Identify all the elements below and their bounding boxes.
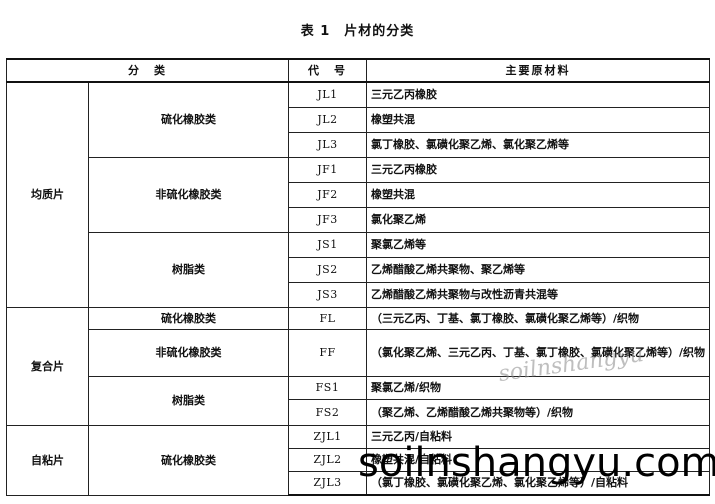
table-row: JF3 氯化聚乙烯	[7, 207, 710, 233]
group-self-adhesive-sheet: 自粘片	[6, 425, 89, 496]
code-cell: JS1	[288, 232, 367, 258]
header-row: 分 类 代 号 主要原材料	[6, 58, 710, 83]
table-row: JL3 氯丁橡胶、氯磺化聚乙烯、氯化聚乙烯等	[7, 132, 710, 158]
material-cell: 橡塑共混	[366, 182, 710, 208]
material-cell: 聚氯乙烯/织物	[366, 376, 710, 400]
subgroup-cell: 树脂类	[88, 376, 289, 426]
material-cell: （三元乙丙、丁基、氯丁橡胶、氯磺化聚乙烯等）/织物	[366, 307, 710, 330]
table-row: JS2 乙烯醋酸乙烯共聚物、聚乙烯等	[7, 257, 710, 283]
table-row: ZJL3 （氯丁橡胶、氯磺化聚乙烯、氯化聚乙烯等）/自粘料	[7, 471, 710, 496]
material-cell: （聚乙烯、乙烯醋酸乙烯共聚物等）/织物	[366, 399, 710, 426]
subgroup-cell: 树脂类	[88, 232, 289, 308]
material-cell: 橡塑共混	[366, 107, 710, 133]
table-row: 均质片 硫化橡胶类 JL1 三元乙丙橡胶	[6, 81, 710, 308]
table-row: JS3 乙烯醋酸乙烯共聚物与改性沥青共混等	[7, 282, 710, 308]
code-cell: JL2	[288, 107, 367, 133]
code-cell: JL1	[288, 81, 367, 108]
table-row: 非硫化橡胶类 FF （氯化聚乙烯、三元乙丙、丁基、氯丁橡胶、氯磺化聚乙烯等）/织…	[7, 329, 710, 377]
material-cell: 三元乙丙/自粘料	[366, 425, 710, 449]
group-composite-sheet: 复合片	[6, 307, 89, 426]
header-material: 主要原材料	[366, 58, 710, 83]
material-cell: （氯丁橡胶、氯磺化聚乙烯、氯化聚乙烯等）/自粘料	[366, 471, 710, 496]
table-row: 非硫化橡胶类 JF1 三元乙丙橡胶	[7, 157, 710, 233]
code-cell: JF1	[288, 157, 367, 183]
code-cell: JL3	[288, 132, 367, 158]
subgroup-cell: 非硫化橡胶类	[88, 329, 289, 377]
classification-table: 分 类 代 号 主要原材料 均质片 硫化橡胶类 JL1 三元乙丙橡胶 JL2 橡…	[6, 58, 710, 496]
material-cell: 三元乙丙橡胶	[366, 81, 710, 108]
table-title: 表 1 片材的分类	[300, 24, 415, 39]
material-cell: 氯丁橡胶、氯磺化聚乙烯、氯化聚乙烯等	[366, 132, 710, 158]
code-cell: ZJL2	[288, 448, 367, 472]
material-cell: 乙烯醋酸乙烯共聚物与改性沥青共混等	[366, 282, 710, 308]
header-category: 分 类	[6, 58, 289, 83]
table-row: JL2 橡塑共混	[7, 107, 710, 133]
group-homogeneous-sheet: 均质片	[6, 81, 89, 308]
table-row: 复合片 硫化橡胶类 FL （三元乙丙、丁基、氯丁橡胶、氯磺化聚乙烯等）/织物	[6, 307, 710, 426]
subgroup-cell: 非硫化橡胶类	[88, 157, 289, 233]
table-row: FS2 （聚乙烯、乙烯醋酸乙烯共聚物等）/织物	[7, 399, 710, 426]
table-row: ZJL2 橡塑共混/自粘料	[7, 448, 710, 472]
material-cell: 乙烯醋酸乙烯共聚物、聚乙烯等	[366, 257, 710, 283]
table-row: 树脂类 JS1 聚氯乙烯等	[7, 232, 710, 308]
material-cell: 橡塑共混/自粘料	[366, 448, 710, 472]
code-cell: ZJL1	[288, 425, 367, 449]
material-cell: （氯化聚乙烯、三元乙丙、丁基、氯丁橡胶、氯磺化聚乙烯等）/织物	[366, 329, 710, 377]
code-cell: JF2	[288, 182, 367, 208]
table-row: JF2 橡塑共混	[7, 182, 710, 208]
material-cell: 三元乙丙橡胶	[366, 157, 710, 183]
header-code: 代 号	[288, 58, 367, 83]
subgroup-cell: 硫化橡胶类	[88, 425, 289, 496]
subgroup-cell: 硫化橡胶类	[88, 81, 289, 158]
table-row: 树脂类 FS1 聚氯乙烯/织物	[7, 376, 710, 426]
code-cell: FS1	[288, 376, 367, 400]
code-cell: JS2	[288, 257, 367, 283]
material-cell: 聚氯乙烯等	[366, 232, 710, 258]
code-cell: FL	[288, 307, 367, 330]
code-cell: JF3	[288, 207, 367, 233]
code-cell: FS2	[288, 399, 367, 426]
material-cell: 氯化聚乙烯	[366, 207, 710, 233]
table-row: 自粘片 硫化橡胶类 ZJL1 三元乙丙/自粘料	[6, 425, 710, 496]
code-cell: ZJL3	[288, 471, 367, 496]
code-cell: FF	[288, 329, 367, 377]
subgroup-cell: 硫化橡胶类	[88, 307, 289, 330]
code-cell: JS3	[288, 282, 367, 308]
